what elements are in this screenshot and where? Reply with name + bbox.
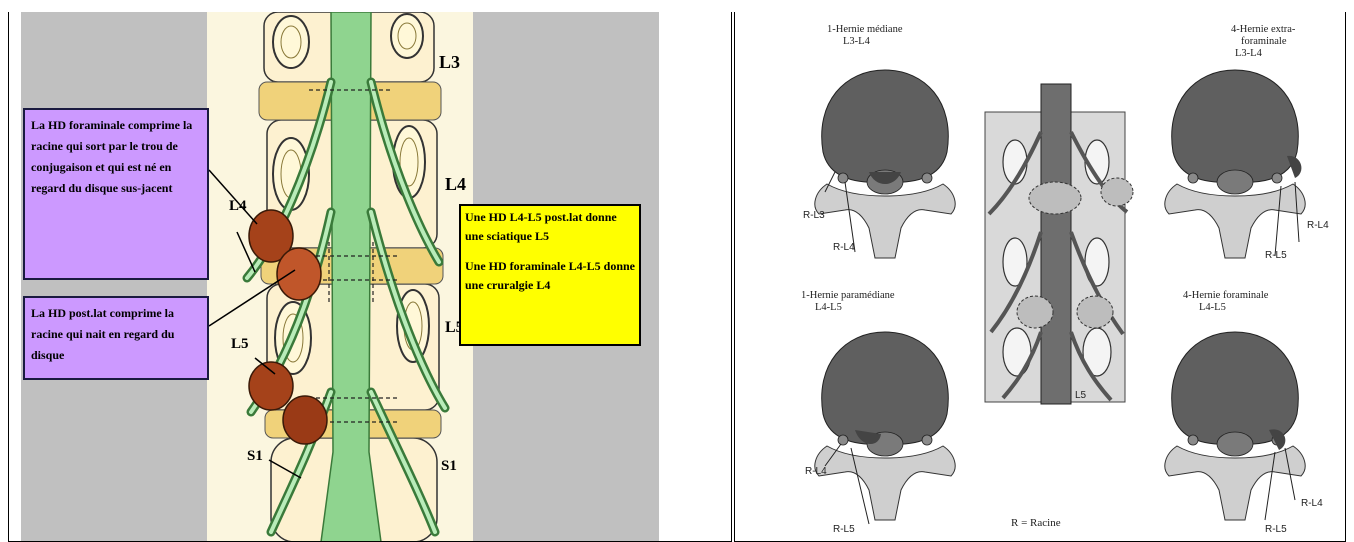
title-paramedian-line2: L4-L5 bbox=[815, 302, 842, 313]
root-label-s1-left: S1 bbox=[247, 448, 263, 464]
root-label-tr-a: R-L4 bbox=[1307, 220, 1329, 231]
vertebra-foraminal-hernia bbox=[1165, 332, 1305, 520]
root-label-tr-b: R-L5 bbox=[1265, 250, 1287, 261]
callout-postlat-text: La HD post.lat comprime la racine qui na… bbox=[31, 303, 201, 366]
callout-foraminal-text: La HD foraminale comprime la racine qui … bbox=[31, 115, 201, 199]
callout-postlateral-hernia: La HD post.lat comprime la racine qui na… bbox=[23, 296, 209, 380]
vertebra-median-hernia bbox=[815, 70, 955, 258]
root-label-br-a: R-L4 bbox=[1301, 498, 1323, 509]
callout-cruralgie-text: Une HD foraminale L4-L5 donne une crural… bbox=[465, 257, 635, 295]
root-label-tl-b: R-L4 bbox=[833, 242, 855, 253]
root-label-br-b: R-L5 bbox=[1265, 524, 1287, 535]
title-extraforaminal-line3: L3-L4 bbox=[1235, 48, 1263, 59]
root-label-bl-a: R-L4 bbox=[805, 466, 827, 477]
right-figure-panel: L5 1-Hernie médiane L3-L4 4-Hernie extra… bbox=[734, 12, 1346, 542]
vertebra-paramedian-hernia bbox=[815, 332, 955, 524]
vertebra-label-l3: L3 bbox=[439, 52, 460, 72]
callout-foraminal-hernia: La HD foraminale comprime la racine qui … bbox=[23, 108, 209, 280]
root-label-s1-right: S1 bbox=[441, 458, 457, 474]
vertebra-extraforaminal-hernia bbox=[1165, 70, 1305, 258]
root-label-bl-b: R-L5 bbox=[833, 524, 855, 535]
left-figure-panel: L3 L4 L5 L4 L5 S1 S1 La HD foraminale co… bbox=[8, 12, 732, 542]
title-foraminal-line2: L4-L5 bbox=[1199, 302, 1226, 313]
root-label-l4: L4 bbox=[229, 198, 247, 214]
vertebra-label-l4: L4 bbox=[445, 174, 466, 194]
title-extraforaminal-line1: 4-Hernie extra- bbox=[1231, 24, 1296, 35]
center-root-label: L5 bbox=[1075, 390, 1087, 401]
title-median-line1: 1-Hernie médiane bbox=[827, 24, 903, 35]
posterior-view-spine: L5 bbox=[985, 84, 1133, 404]
hernia-types-diagram: L5 1-Hernie médiane L3-L4 4-Hernie extra… bbox=[735, 12, 1346, 542]
callout-sciatique-text: Une HD L4-L5 post.lat donne une sciatiqu… bbox=[465, 208, 635, 246]
title-median-line2: L3-L4 bbox=[843, 36, 871, 47]
callout-clinical-consequences: Une HD L4-L5 post.lat donne une sciatiqu… bbox=[459, 204, 641, 346]
title-extraforaminal-line2: foraminale bbox=[1241, 36, 1287, 47]
legend-racine: R = Racine bbox=[1011, 517, 1061, 529]
root-label-l5: L5 bbox=[231, 336, 249, 352]
root-label-tl-a: R-L3 bbox=[803, 210, 825, 221]
title-paramedian-line1: 1-Hernie paramédiane bbox=[801, 290, 895, 301]
title-foraminal-line1: 4-Hernie foraminale bbox=[1183, 290, 1269, 301]
